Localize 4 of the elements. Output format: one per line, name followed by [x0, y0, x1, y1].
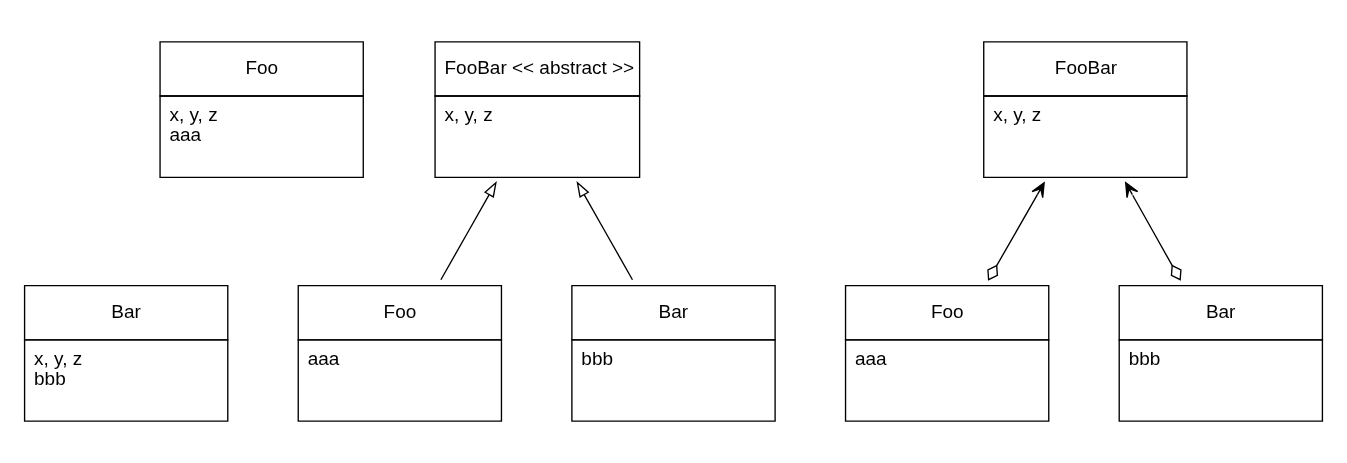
arrow [1125, 182, 1182, 281]
arrow [576, 181, 634, 281]
arrow [987, 182, 1045, 281]
arrow [440, 181, 497, 281]
